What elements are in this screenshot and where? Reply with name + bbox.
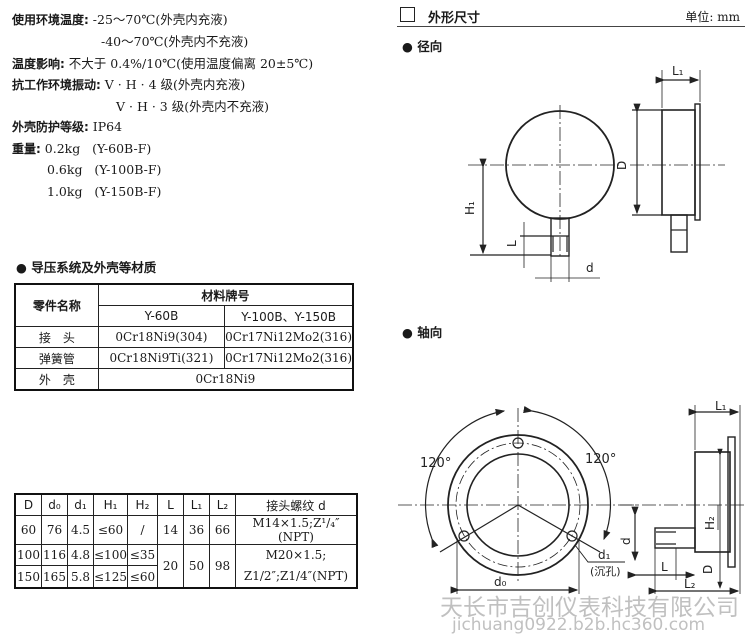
cell: ≤125 [93,565,128,589]
table-row: 60 76 4.5 ≤60 / 14 36 66 M14×1.5;Z¹/₄″(N… [14,515,358,545]
cell: M20×1.5; Z1/2″;Z1/4″(NPT) [234,544,358,589]
label-angle-left: 120° [420,456,451,471]
cell: 150 [14,565,42,589]
table-row: 接 头 0Cr18Ni9(304) 0Cr17Ni12Mo2(316) [14,326,354,348]
cell: 50 [182,544,210,589]
unit-label: 单位: mm [685,10,740,24]
radial-front-view [468,105,620,282]
cell: ≤60 [93,515,128,545]
cell: M14×1.5;Z¹/₄″(NPT) [234,515,358,545]
cell: 0Cr18Ni9Ti(321) [97,347,226,369]
label-L: L [505,240,519,247]
label: 重量: [12,142,41,156]
radial-side-view [630,70,725,253]
label-H1: H₁ [463,201,477,215]
label: 使用环境温度: [12,13,89,27]
title-text: 径向 [417,39,443,54]
cell: 外 壳 [14,368,99,391]
label-L1: L₁ [672,64,684,78]
label-L-axial: L [661,560,668,574]
label: 抗工作环境振动: [12,78,101,92]
cell: 66 [208,515,236,545]
value: 0.2kg (Y-60B-F) [44,141,152,156]
cell: 5.8 [67,565,94,589]
cell: 98 [208,544,236,589]
cell: 14 [156,515,184,545]
spec-env-temp-2: -40～70℃(外壳内不充液) [101,34,249,49]
label: 外壳防护等级: [12,120,89,134]
watermark-url: jichuang0922.b2b.hc360.com [452,615,706,635]
label-L1-axial: L₁ [715,399,727,413]
label-d-axial: d [619,537,633,545]
value: V · H · 4 级(外壳内充液) [104,77,246,92]
cell: 0Cr18Ni9 [97,368,354,391]
label-D-axial: D [701,565,715,574]
label-hole: (沉孔) [590,565,621,578]
spec-temp-effect: 温度影响: 不大于 0.4%/10℃(使用温度偏离 20±5℃) [12,53,313,72]
axial-side-view [620,405,745,595]
label-d: d [586,261,594,275]
spec-weight: 重量: 0.2kg (Y-60B-F) [12,140,151,157]
cell: 4.8 [67,543,94,567]
cell: 0Cr18Ni9(304) [97,326,226,348]
cell: 0Cr17Ni12Mo2(316) [224,347,354,369]
value: 不大于 0.4%/10℃(使用温度偏离 20±5℃) [68,56,314,71]
spec-weight-3: 1.0kg (Y-150B-F) [47,184,162,199]
title-text: 轴向 [417,325,443,340]
value: IP64 [92,119,123,134]
cell: 4.5 [67,515,94,545]
outline-title: 外形尺寸 [428,11,481,26]
watermark-company: 天长市吉创仪表科技有限公司 [440,595,739,621]
title-text: 导压系统及外壳等材质 [31,260,157,275]
thread-1: M20×1.5; [265,548,327,562]
header-material: 材料牌号 [97,283,354,306]
axial-title: ● 轴向 [402,325,443,340]
table-row: 100 116 4.8 ≤100 ≤35 20 50 98 M20×1.5;Z1… [14,543,358,589]
label-L2: L₂ [684,577,696,591]
thread-2: Z1/2″;Z1/4″(NPT) [243,569,349,583]
label: 温度影响: [12,57,65,71]
spec-weight-2: 0.6kg (Y-100B-F) [47,162,162,177]
materials-title: ● 导压系统及外壳等材质 [16,260,157,275]
radial-title: ● 径向 [402,39,443,54]
axial-front-view [398,405,640,594]
cell: ≤60 [126,565,158,589]
header: H₁ [93,493,128,516]
label-angle-right: 120° [585,452,616,467]
label-d1: d₁ [598,548,611,562]
cell: 接 头 [14,326,99,348]
table-row: 150 165 5.8 ≤125 ≤60 [14,565,357,589]
cell: 0Cr17Ni12Mo2(316) [224,326,354,348]
cell: 165 [41,565,68,589]
header: d₀ [41,493,68,516]
spec-env-temp: 使用环境温度: -25～70℃(外壳内充液) [12,9,228,28]
spec-protection: 外壳防护等级: IP64 [12,118,122,135]
cell: 60 [14,515,42,545]
spec-vibration-2: V · H · 3 级(外壳内不充液) [116,99,269,114]
spec-vibration: 抗工作环境振动: V · H · 4 级(外壳内充液) [12,74,245,93]
materials-table: 零件名称 材料牌号 Y-60B Y-100B、Y-150B 接 头 0Cr18N… [14,283,354,391]
table-row: 外 壳 0Cr18Ni9 [14,368,354,391]
dimensions-table: D d₀ d₁ H₁ H₂ L L₁ L₂ 接头螺纹 d 60 76 4.5 ≤… [14,493,358,589]
table-row: 弹簧管 0Cr18Ni9Ti(321) 0Cr17Ni12Mo2(316) [14,347,354,369]
cell: ≤35 [126,543,158,567]
value: -25～70℃(外壳内充液) [92,12,228,27]
label-D: D [615,161,629,170]
divider [397,26,745,27]
label-H2: H₂ [703,516,717,530]
label-d0: d₀ [494,575,507,589]
cell: 弹簧管 [14,347,99,369]
checkbox-square-icon [400,7,415,22]
